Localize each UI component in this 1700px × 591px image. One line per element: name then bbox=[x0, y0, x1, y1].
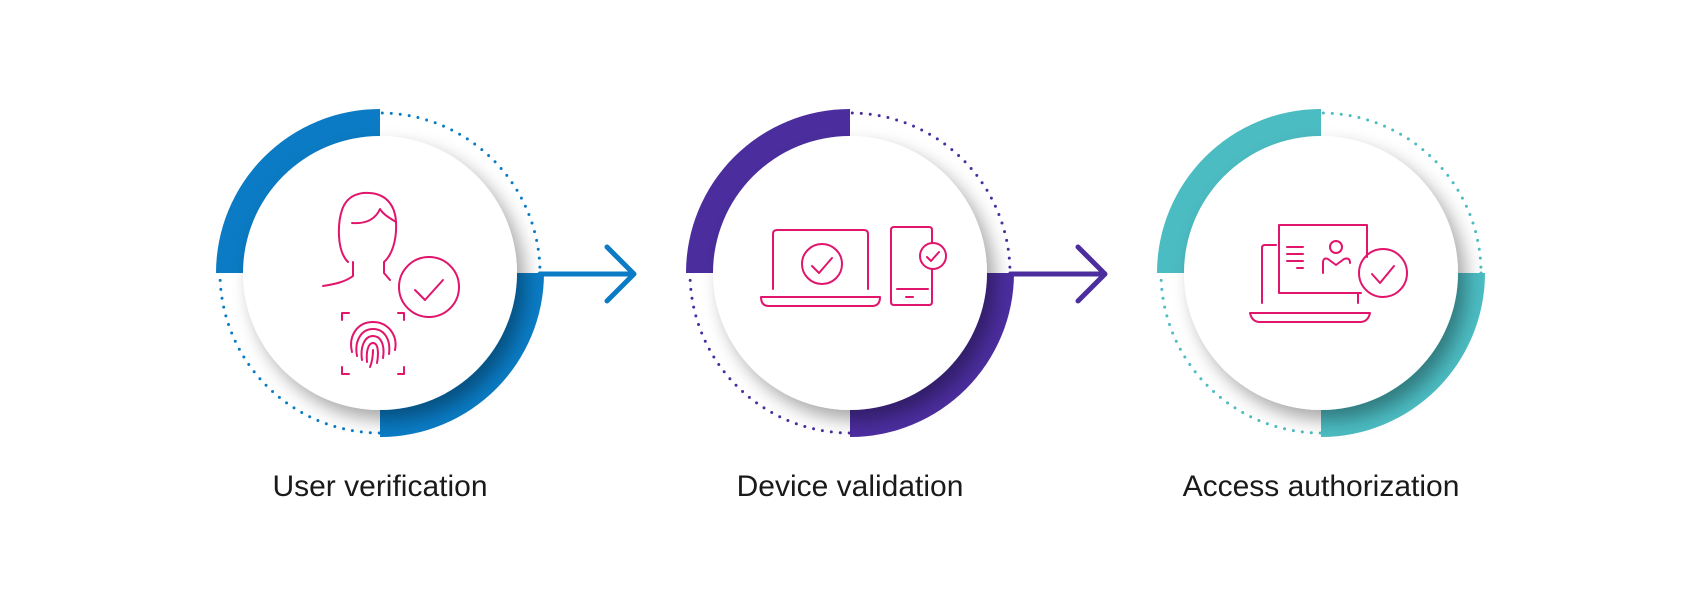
laptop-profile-check-icon bbox=[1249, 224, 1408, 323]
step-label-access-authorization: Access authorization bbox=[1182, 470, 1460, 503]
step-ring-2 bbox=[686, 109, 1014, 437]
white-disc bbox=[713, 136, 987, 410]
white-disc bbox=[1184, 136, 1458, 410]
ring-arc-top-left bbox=[1157, 109, 1321, 273]
arrow-1 bbox=[537, 244, 637, 304]
user-fingerprint-check-icon bbox=[322, 191, 460, 375]
white-disc bbox=[243, 136, 517, 410]
ring-arc-bottom-right bbox=[380, 273, 544, 437]
laptop-phone-check-icon bbox=[760, 226, 947, 307]
step-label-user-verification: User verification bbox=[272, 470, 488, 503]
ring-arc-top-left bbox=[686, 109, 850, 273]
ring-arc-top-left bbox=[216, 109, 380, 273]
step-ring-3 bbox=[1157, 109, 1485, 437]
arrow-2 bbox=[1009, 244, 1108, 304]
ring-arc-bottom-right bbox=[1321, 273, 1485, 437]
ring-arc-bottom-right bbox=[850, 273, 1014, 437]
step-ring-1 bbox=[216, 109, 544, 437]
step-label-device-validation: Device validation bbox=[736, 470, 964, 503]
